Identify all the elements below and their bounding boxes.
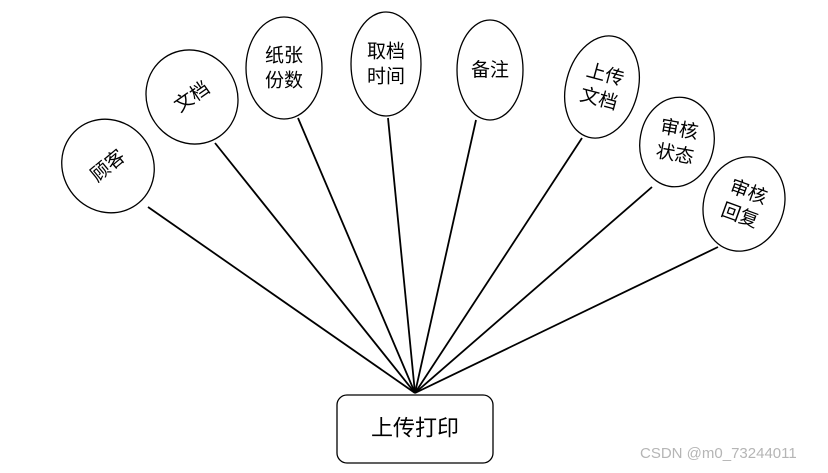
attribute-ellipse <box>564 35 640 139</box>
entity-label: 上传打印 <box>371 417 459 442</box>
attribute-ellipse <box>245 16 323 120</box>
attribute-ellipse <box>456 19 524 121</box>
connector-line <box>414 186 653 394</box>
watermark: CSDN @m0_73244011 <box>640 445 797 462</box>
connector-line <box>387 117 416 394</box>
attribute-nodes: 顾客文档纸张份数取档时间备注上传文档审核状态审核回复 <box>61 11 786 252</box>
entity-box <box>336 394 494 464</box>
attribute-label: 纸张 <box>265 45 303 67</box>
attribute-ellipse <box>702 156 786 252</box>
connector-lines <box>147 117 719 394</box>
attribute-label: 份数 <box>265 70 303 92</box>
attribute-ellipse <box>350 11 422 117</box>
connector-line <box>147 206 416 394</box>
attribute-ellipse <box>61 118 155 214</box>
attribute-label: 取档 <box>367 41 405 63</box>
attribute-label: 时间 <box>367 66 405 88</box>
connector-line <box>414 246 719 394</box>
attribute-node: 备注 <box>456 19 524 121</box>
attribute-label: 备注 <box>471 59 509 81</box>
connector-line <box>214 142 416 394</box>
attribute-node: 顾客 <box>61 118 155 214</box>
attribute-ellipse <box>639 96 715 188</box>
connector-line <box>414 119 477 394</box>
connector-line <box>414 137 583 394</box>
attribute-ellipse <box>145 49 239 145</box>
connector-line <box>297 117 416 394</box>
attribute-node: 文档 <box>145 49 239 145</box>
entity-node: 上传打印 <box>336 394 494 464</box>
